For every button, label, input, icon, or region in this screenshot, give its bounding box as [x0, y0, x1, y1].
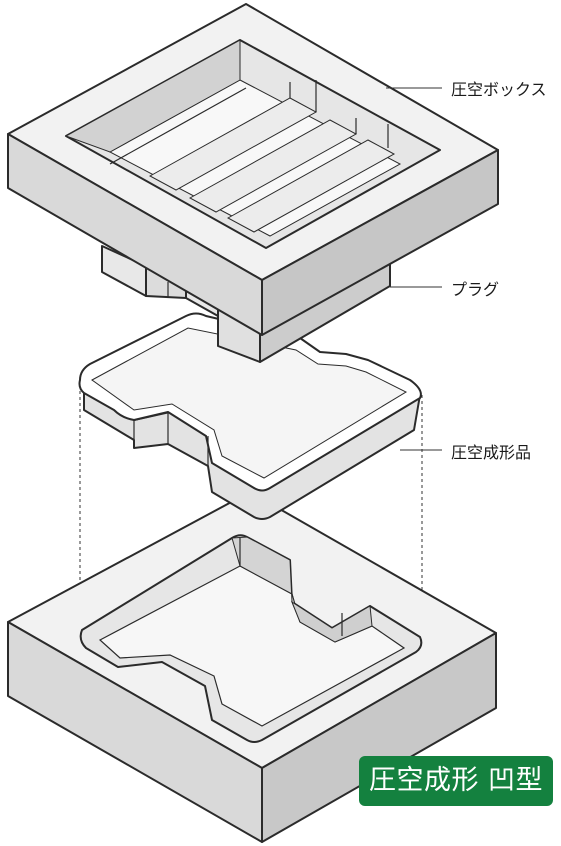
badge-concave-mold: 圧空成形 凹型 — [359, 756, 553, 806]
label-pressure-box: 圧空ボックス — [451, 80, 547, 99]
molded-part — [78, 312, 422, 520]
leader-lines — [386, 87, 442, 451]
label-plug: プラグ — [451, 280, 500, 299]
concave-mold — [7, 491, 497, 843]
pressure-box — [7, 3, 499, 336]
label-molded-part: 圧空成形品 — [451, 443, 532, 462]
